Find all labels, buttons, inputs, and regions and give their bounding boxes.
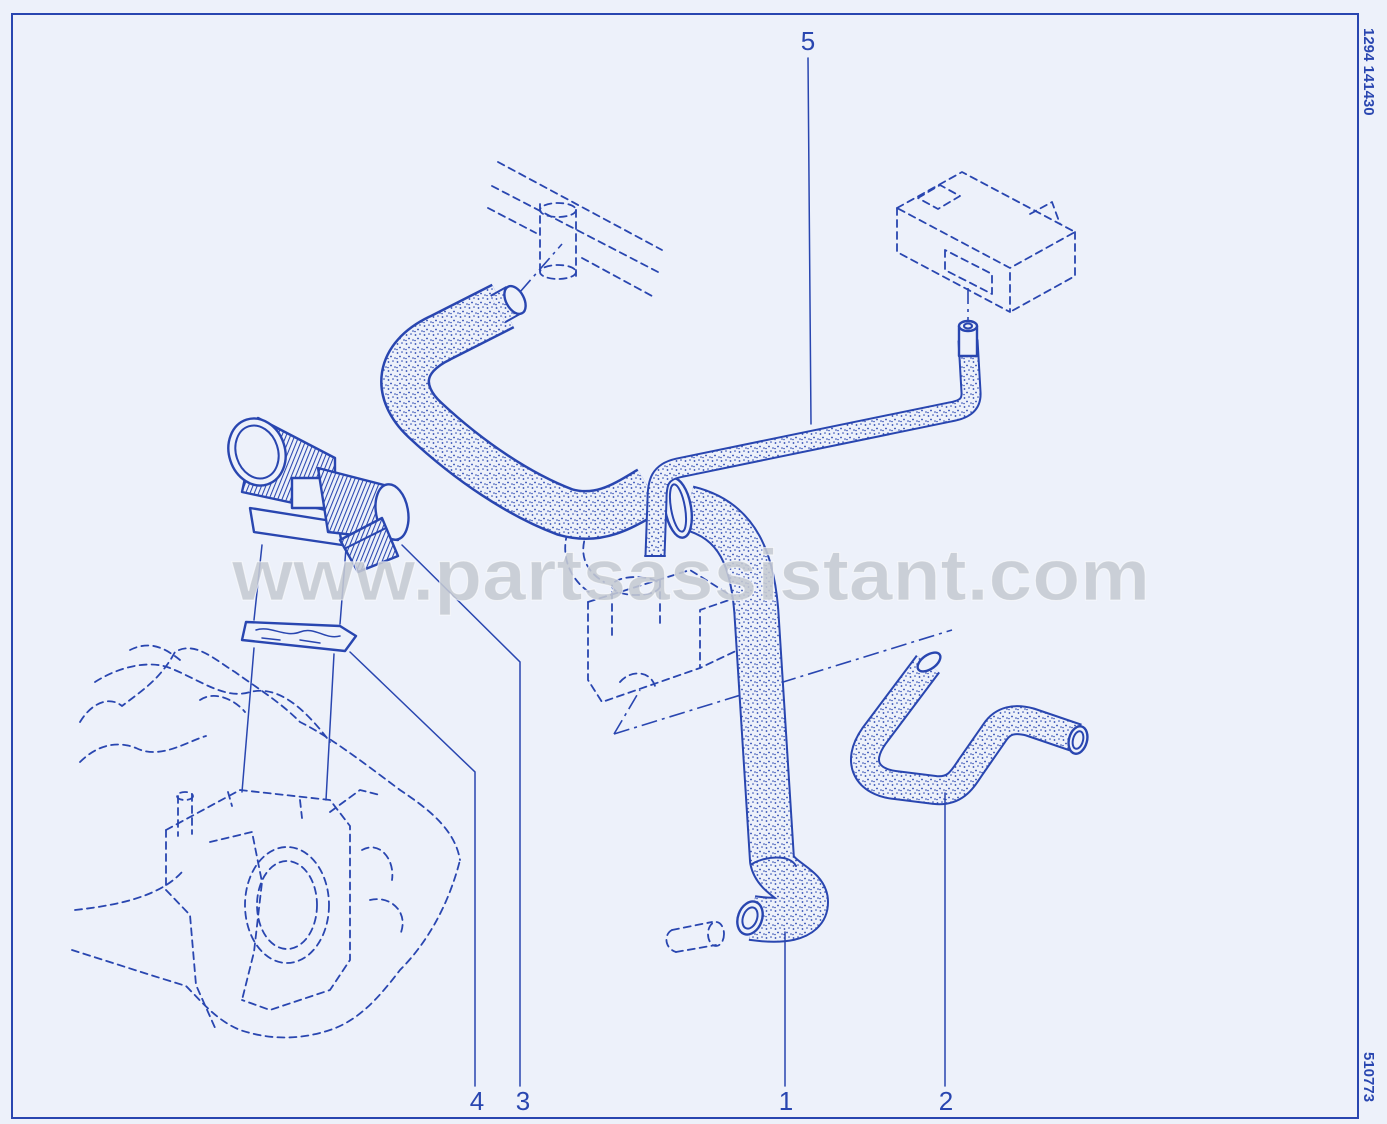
hose-upper-end: [503, 284, 527, 316]
nozzle-outline-lower: [665, 921, 725, 953]
valve-connector-plug: [338, 516, 400, 574]
gasket-part-4: [240, 620, 358, 653]
callout-3: 3: [516, 1086, 530, 1116]
hose-part-1: [688, 508, 806, 938]
callout-2: 2: [939, 1086, 953, 1116]
engine-throttle-housing-outline: [71, 644, 461, 1039]
hose-part-5: [644, 319, 979, 556]
hose-part-2-top-end: [916, 651, 942, 673]
valve-part-3: [227, 416, 410, 574]
hose-part-2: [865, 649, 1090, 790]
leader-line-4: [349, 651, 476, 1087]
leader-lines: [349, 57, 946, 1087]
callout-1: 1: [779, 1086, 793, 1116]
bracket-outline-top: [487, 161, 663, 297]
callout-5: 5: [801, 26, 815, 56]
hose-upper-section: [405, 283, 650, 515]
leader-line-3: [401, 544, 521, 1087]
diagram-frame: [11, 13, 1359, 1119]
hose-part-5-end: [957, 319, 979, 333]
leader-line-5: [807, 57, 812, 425]
drawing-number: 510773: [1360, 1052, 1377, 1102]
alignment-guides: [241, 544, 347, 801]
callout-4: 4: [470, 1086, 484, 1116]
reference-code: 1294 141430: [1360, 28, 1377, 116]
module-outline-top-right: [896, 171, 1076, 322]
watermark-text: www.partsassistant.com: [231, 536, 1150, 616]
